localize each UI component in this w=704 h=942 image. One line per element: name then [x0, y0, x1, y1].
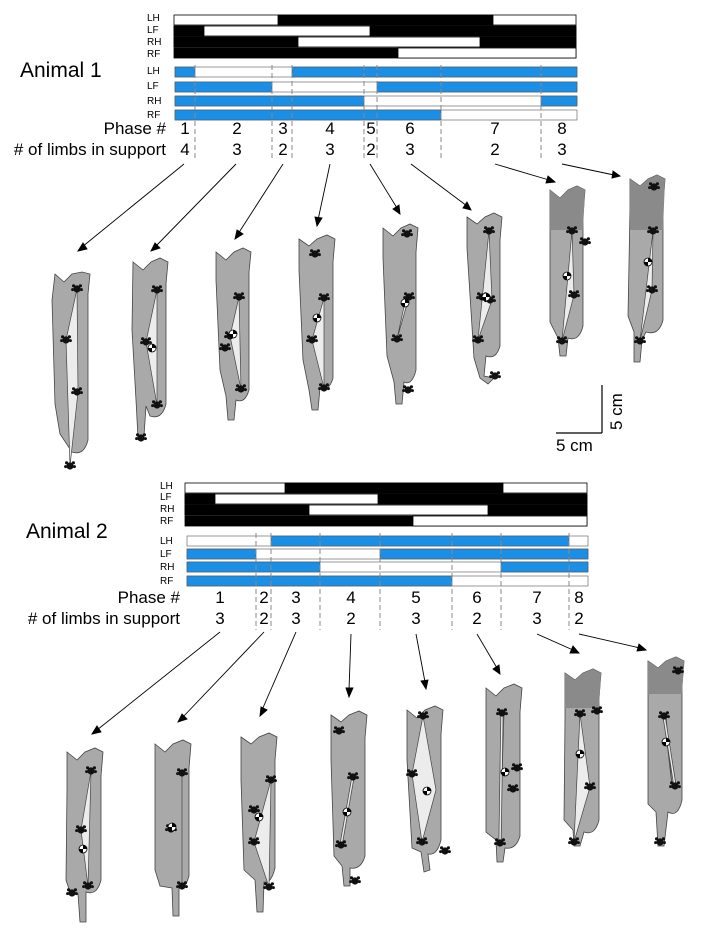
panel-title-animal-2: Animal 2	[26, 520, 108, 543]
support-count: 3	[291, 609, 300, 628]
silhouette-1-phase-4	[298, 234, 336, 411]
phase-numbers-2: 1 2 3 4 5 6 7 8	[215, 588, 583, 607]
gait-label-rf: RF	[160, 516, 173, 527]
support-count: 3	[405, 140, 414, 159]
scale-bar-horizontal-label: 5 cm	[556, 436, 593, 455]
phase-number: 3	[278, 119, 287, 138]
stance-bars-1	[174, 66, 578, 121]
phase-row-label-1: Phase #	[104, 119, 167, 138]
phase-arrows-2	[91, 631, 648, 735]
silhouette-2-phase-4	[330, 710, 368, 887]
phase-number: 5	[366, 119, 375, 138]
phase-numbers-1: 1 2 3 4 5 6 7 8	[180, 119, 566, 138]
stance-bars-2	[186, 535, 589, 587]
silhouette-2-phase-2	[154, 739, 192, 917]
panel-title-animal-1: Animal 1	[20, 59, 102, 82]
support-counts-1: 4 3 2 3 2 3 2 3	[180, 140, 566, 159]
support-count: 4	[180, 140, 189, 159]
support-count: 2	[574, 609, 583, 628]
support-count: 3	[411, 609, 420, 628]
bar-label-lf: LF	[147, 81, 159, 92]
silhouette-2-phase-5	[406, 705, 451, 873]
gait-label-lf: LF	[147, 25, 159, 36]
silhouette-1-phase-2	[131, 257, 169, 442]
phase-number: 2	[259, 588, 268, 607]
phase-number: 1	[215, 588, 224, 607]
panel-animal-1: LH LF RH RF Animal 1 LH LF RH RF	[14, 13, 666, 470]
silhouette-1-phase-6	[466, 212, 503, 385]
silhouette-1-phase-8	[627, 174, 666, 363]
bar-label-rf: RF	[160, 576, 173, 587]
phase-number: 6	[472, 588, 481, 607]
support-count: 2	[472, 609, 481, 628]
silhouette-1-phase-3	[215, 247, 252, 421]
support-count: 2	[366, 140, 375, 159]
support-count: 3	[532, 609, 541, 628]
support-count: 3	[557, 140, 566, 159]
phase-number: 7	[532, 588, 541, 607]
phase-number: 8	[557, 119, 566, 138]
silhouette-2-phase-3	[240, 732, 278, 913]
scale-bar-vertical-label: 5 cm	[607, 393, 626, 430]
bar-label-lh: LH	[160, 536, 173, 547]
phase-number: 6	[405, 119, 414, 138]
support-row-label-2: # of limbs in support	[28, 609, 180, 628]
phase-row-label-2: Phase #	[118, 588, 181, 607]
silhouette-2-phase-1	[65, 747, 104, 923]
silhouette-1-phase-1	[51, 271, 91, 470]
bar-label-rh: RH	[160, 562, 174, 573]
support-count: 2	[490, 140, 499, 159]
support-count: 2	[278, 140, 287, 159]
silhouette-1-phase-7	[549, 185, 591, 357]
gait-label-lf: LF	[160, 492, 172, 503]
silhouette-2-phase-7	[563, 668, 603, 847]
bar-label-lf: LF	[160, 549, 172, 560]
phase-number: 7	[490, 119, 499, 138]
phase-dividers-2	[255, 533, 570, 630]
phase-number: 8	[574, 588, 583, 607]
gait-label-lh: LH	[147, 13, 160, 24]
scale-bar: 5 cm 5 cm	[556, 385, 626, 455]
gait-diagram-2	[184, 482, 588, 527]
support-row-label-1: # of limbs in support	[14, 140, 166, 159]
phase-number: 1	[180, 119, 189, 138]
support-count: 3	[325, 140, 334, 159]
support-count: 3	[232, 140, 241, 159]
gait-diagram-1	[173, 14, 577, 59]
phase-number: 2	[232, 119, 241, 138]
gait-label-rh: RH	[147, 37, 161, 48]
silhouette-2-phase-6	[485, 683, 523, 863]
gait-label-rh: RH	[160, 504, 174, 515]
support-count: 3	[215, 609, 224, 628]
gait-label-lh: LH	[160, 481, 173, 492]
bar-label-rf: RF	[147, 110, 160, 121]
panel-animal-2: LH LF RH RF Animal 2 LH LF RH RF	[26, 481, 685, 923]
phase-number: 5	[411, 588, 420, 607]
support-count: 2	[346, 609, 355, 628]
phase-number: 4	[346, 588, 355, 607]
support-count: 2	[259, 609, 268, 628]
support-counts-2: 3 2 3 2 3 2 3 2	[215, 609, 583, 628]
phase-number: 4	[325, 119, 334, 138]
bar-label-rh: RH	[147, 96, 161, 107]
silhouette-2-phase-8	[647, 656, 685, 847]
bar-label-lh: LH	[147, 66, 160, 77]
phase-number: 3	[291, 588, 300, 607]
silhouette-1-phase-5	[382, 223, 419, 405]
gait-label-rf: RF	[147, 49, 160, 60]
phase-arrows-1	[77, 163, 622, 252]
